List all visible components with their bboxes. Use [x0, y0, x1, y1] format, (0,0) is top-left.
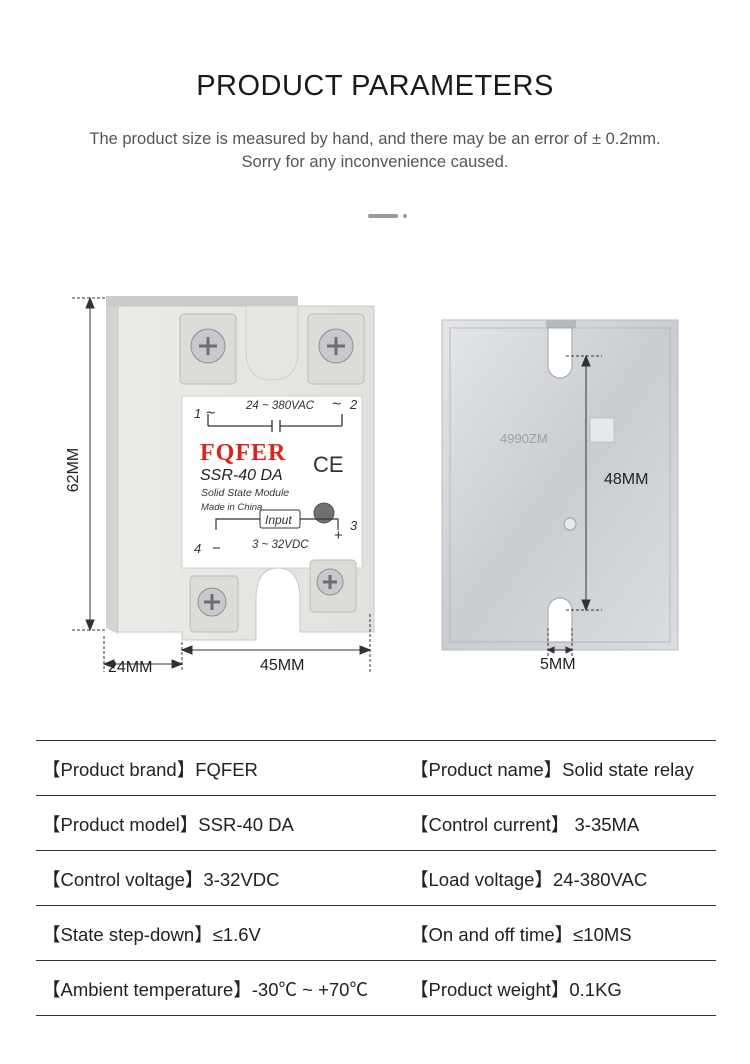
- input-label: Input: [265, 513, 292, 527]
- pin-2-label: 2: [349, 397, 358, 412]
- screw-terminal-1: [179, 313, 237, 385]
- relay-top-edge: [106, 296, 298, 306]
- screw-terminal-4: [189, 575, 239, 633]
- model-label: SSR-40 DA: [200, 467, 283, 484]
- spec-product-name: 【Product name】Solid state relay: [410, 759, 694, 780]
- ac-tilde-right: ~: [332, 396, 341, 413]
- spec-ambient-temperature: 【Ambient temperature】-30℃ ~ +70℃: [42, 979, 368, 1000]
- disclaimer-line-1: The product size is measured by hand, an…: [89, 130, 661, 148]
- spec-row: 【State step-down】≤1.6V 【On and off time】…: [36, 905, 716, 960]
- disclaimer-line-2: Sorry for any inconvenience caused.: [241, 153, 509, 171]
- product-dimension-figure: 1 ~ 24 ~ 380VAC ~ 2 FQFER CE SSR-40 DA S…: [65, 296, 679, 676]
- relay-front-view: 1 ~ 24 ~ 380VAC ~ 2 FQFER CE SSR-40 DA S…: [106, 296, 375, 641]
- screw-terminal-2: [307, 313, 365, 385]
- spec-row: 【Ambient temperature】-30℃ ~ +70℃ 【Produc…: [36, 960, 716, 1016]
- divider-dot: [403, 214, 407, 218]
- spec-on-off-time: 【On and off time】≤10MS: [410, 924, 632, 945]
- load-circuit-line: [208, 414, 343, 432]
- spec-state-step-down: 【State step-down】≤1.6V: [42, 924, 261, 945]
- spec-table: 【Product brand】FQFER 【Product name】Solid…: [36, 740, 716, 1016]
- mounting-slot-bottom: [547, 597, 573, 643]
- heatsink-screw-hole: [563, 517, 577, 531]
- spec-row: 【Product brand】FQFER 【Product name】Solid…: [36, 740, 716, 795]
- heatsink-stamp: 4990ZM: [500, 431, 548, 446]
- pin-4-label: 4: [194, 541, 201, 556]
- plus-sign: +: [334, 527, 343, 544]
- relay-side-face: [106, 296, 118, 634]
- spec-load-voltage: 【Load voltage】24-380VAC: [410, 869, 648, 890]
- spec-control-current: 【Control current】 3-35MA: [410, 814, 640, 835]
- origin-label: Made in China: [201, 502, 262, 513]
- load-voltage-label: 24 ~ 380VAC: [245, 400, 315, 412]
- relay-top-notch: [245, 305, 299, 381]
- heatsink-dimensions: [546, 354, 602, 658]
- mounting-slot-top: [547, 327, 573, 379]
- screw-terminal-3: [309, 559, 357, 613]
- heatsink-top-tab: [546, 320, 576, 328]
- status-led: [313, 502, 335, 524]
- pin-3-label: 3: [350, 518, 358, 533]
- ac-tilde-left: ~: [206, 405, 215, 422]
- spec-product-model: 【Product model】SSR-40 DA: [42, 814, 294, 835]
- relay-dimensions: [72, 296, 372, 672]
- ce-mark: CE: [313, 452, 344, 477]
- spec-row: 【Product model】SSR-40 DA 【Control curren…: [36, 795, 716, 850]
- spec-row: 【Control voltage】3-32VDC 【Load voltage】2…: [36, 850, 716, 905]
- pin-1-label: 1: [194, 406, 201, 421]
- width-dimension-label: 45MM: [260, 657, 304, 674]
- minus-sign: −: [212, 540, 221, 557]
- height-dimension-label: 62MM: [65, 448, 82, 492]
- control-voltage-label: 3 ~ 32VDC: [252, 539, 309, 551]
- divider-bar: [368, 214, 398, 218]
- depth-dimension-label: 24MM: [108, 659, 152, 676]
- heatsink-back-view: 4990ZM: [441, 319, 679, 651]
- hole-spacing-label: 48MM: [604, 471, 648, 488]
- page-title: PRODUCT PARAMETERS: [196, 70, 554, 102]
- spec-product-brand: 【Product brand】FQFER: [42, 759, 258, 780]
- input-circuit-line: [215, 518, 339, 530]
- slot-width-label: 5MM: [540, 656, 576, 673]
- heatsink-sticker: [589, 417, 615, 443]
- brand-logo: FQFER: [200, 440, 286, 466]
- spec-control-voltage: 【Control voltage】3-32VDC: [42, 869, 280, 890]
- module-type-label: Solid State Module: [201, 487, 289, 499]
- spec-product-weight: 【Product weight】0.1KG: [410, 979, 622, 1000]
